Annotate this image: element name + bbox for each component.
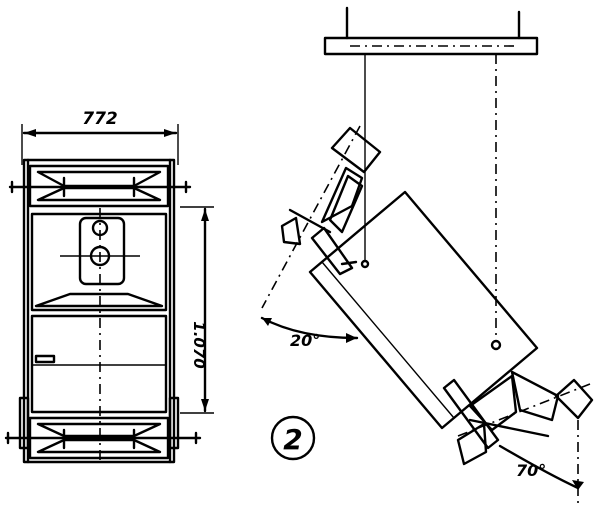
figure-number-badge: 2 [270, 415, 316, 461]
angle-70-indicator [498, 420, 584, 506]
front-view: 772 [4, 109, 214, 464]
cabinet-outline [22, 158, 176, 464]
angle-20-indicator [260, 316, 359, 343]
width-dimension-label: 772 [82, 109, 118, 129]
height-dimension-label: 1.070 [190, 321, 208, 368]
lower-horn [442, 370, 594, 466]
top-horn [8, 164, 192, 208]
lower-section [30, 314, 168, 414]
figure-number-label: 2 [283, 423, 302, 456]
ceiling-bar [323, 6, 539, 56]
bottom-horn [4, 396, 202, 460]
terminal-plate [34, 354, 56, 364]
angle-70-label: 70° [516, 461, 546, 480]
tilted-cabinet [308, 190, 539, 430]
side-view: 20° 70° [260, 6, 594, 506]
width-dimension-line [21, 124, 179, 165]
angle-20-label: 20° [290, 331, 320, 350]
height-dimension-line [180, 206, 214, 414]
driver-body [78, 216, 126, 286]
upper-horn [261, 125, 382, 309]
midrange-section [30, 208, 168, 460]
